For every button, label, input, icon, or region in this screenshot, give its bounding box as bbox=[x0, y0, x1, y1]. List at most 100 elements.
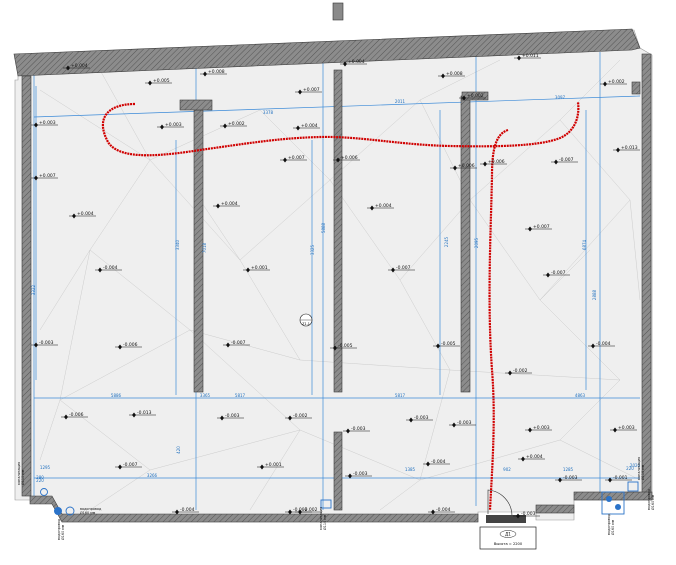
door-note: Высота = 2200 bbox=[494, 542, 523, 546]
dimension-value: 5817 bbox=[235, 393, 246, 398]
fixture-name: канализация bbox=[17, 462, 21, 485]
level-mark: +0.002 bbox=[459, 93, 486, 101]
mesh-edge bbox=[59, 329, 191, 401]
level-mark: -0.013 bbox=[129, 410, 156, 418]
level-mark: -0.004 bbox=[172, 507, 199, 515]
mesh-edge bbox=[189, 329, 301, 431]
bottom-wall-right bbox=[535, 504, 575, 514]
mesh-edge bbox=[559, 119, 631, 201]
level-value: -0.003 bbox=[351, 426, 366, 432]
level-value: -0.004 bbox=[431, 459, 446, 465]
heating-pipe-main bbox=[101, 101, 580, 157]
level-marker-icon bbox=[608, 477, 612, 483]
dimension-value: 6874 bbox=[582, 239, 587, 250]
mesh-edge bbox=[629, 199, 641, 301]
mesh-edge bbox=[89, 159, 151, 251]
dimension-value: 2095 bbox=[474, 237, 479, 248]
mesh-edge bbox=[419, 59, 501, 101]
door-threshold bbox=[486, 515, 526, 523]
mesh-edge bbox=[469, 199, 541, 301]
dimension-value: 220 bbox=[36, 478, 44, 483]
mesh-edge bbox=[419, 369, 451, 481]
level-value: +0.007 bbox=[533, 224, 550, 230]
level-marker-icon bbox=[98, 267, 102, 273]
fixture-size: Ø160 мм bbox=[650, 494, 655, 510]
fixture-name: водопровод bbox=[57, 518, 61, 540]
level-value: +0.006 bbox=[341, 155, 358, 161]
level-mark: +0.008 bbox=[438, 71, 465, 79]
dimension-value: 2020 bbox=[630, 463, 641, 468]
level-mark: -0.005 bbox=[433, 341, 460, 349]
partition-2 bbox=[333, 69, 343, 393]
level-value: +0.004 bbox=[221, 201, 238, 207]
dimension-value: 3266 bbox=[147, 473, 158, 478]
level-mark: +0.004 bbox=[367, 203, 394, 211]
level-mark: -0.002 bbox=[505, 368, 532, 376]
partition-1-cap bbox=[179, 99, 213, 111]
door-label: Д1 bbox=[505, 532, 511, 537]
level-value: -0.007 bbox=[123, 462, 138, 468]
level-mark: +0.005 bbox=[145, 78, 172, 86]
level-marker-icon bbox=[288, 509, 292, 515]
level-mark: -0.007 bbox=[115, 462, 142, 470]
level-marker-icon bbox=[66, 65, 70, 71]
level-value: -0.007 bbox=[551, 270, 566, 276]
dimension-value: 220 bbox=[626, 466, 634, 471]
level-value: -0.004 bbox=[180, 507, 195, 513]
level-marker-icon bbox=[554, 159, 558, 165]
level-value: -0.001 bbox=[613, 475, 628, 481]
level-marker-icon bbox=[160, 124, 164, 130]
level-value: -0.002 bbox=[513, 368, 528, 374]
mesh-edge bbox=[559, 59, 621, 121]
dimension-value: 7018 bbox=[202, 242, 207, 253]
corner-niche bbox=[631, 81, 641, 95]
level-marker-icon bbox=[591, 343, 595, 349]
water-supply-2 bbox=[65, 506, 75, 516]
level-value: -0.007 bbox=[559, 157, 574, 163]
level-value: -0.003 bbox=[457, 420, 472, 426]
level-marker-icon bbox=[517, 55, 521, 61]
level-marker-icon bbox=[72, 213, 76, 219]
dimension-value: 902 bbox=[503, 467, 511, 472]
dimension-value: 2011 bbox=[395, 99, 406, 104]
water-supply-3 bbox=[606, 496, 612, 502]
partition-2-lower bbox=[333, 431, 343, 511]
level-mark: +0.013 bbox=[613, 145, 640, 153]
level-mark: +0.004 bbox=[293, 123, 320, 131]
level-mark: -0.004 bbox=[588, 341, 615, 349]
mesh-edge bbox=[559, 379, 621, 441]
mesh-edge bbox=[149, 109, 261, 161]
dimension-value: 1295 bbox=[40, 465, 51, 470]
level-value: +0.013 bbox=[621, 145, 638, 151]
mesh-edge bbox=[449, 369, 621, 381]
mesh-edge bbox=[299, 429, 421, 481]
level-marker-icon bbox=[391, 267, 395, 273]
mesh-edge bbox=[469, 119, 561, 201]
dimension-value: 420 bbox=[176, 446, 181, 454]
level-marker-icon bbox=[203, 71, 207, 77]
fixture-name: водопровод bbox=[80, 507, 102, 511]
dimension-value: 5886 bbox=[111, 393, 122, 398]
fixture-size: Ø110 мм bbox=[20, 469, 25, 485]
level-value: +0.008 bbox=[208, 69, 225, 75]
dimension-value: 5888 bbox=[321, 222, 326, 233]
level-marker-icon bbox=[220, 415, 224, 421]
dimension-value: 5817 bbox=[395, 393, 406, 398]
level-marker-icon bbox=[148, 80, 152, 86]
level-marker-icon bbox=[346, 428, 350, 434]
dimension-value: 3325 bbox=[310, 244, 315, 255]
level-mark: -0.001 bbox=[605, 475, 632, 483]
dimension-value: 3097 bbox=[555, 95, 566, 100]
level-value: +0.004 bbox=[77, 211, 94, 217]
level-marker-icon bbox=[603, 81, 607, 87]
door-swing bbox=[487, 489, 513, 517]
mesh-edge bbox=[329, 99, 421, 181]
level-mark: -0.003 bbox=[406, 415, 433, 423]
level-value: -0.004 bbox=[436, 507, 451, 513]
mesh-edge bbox=[149, 429, 301, 471]
